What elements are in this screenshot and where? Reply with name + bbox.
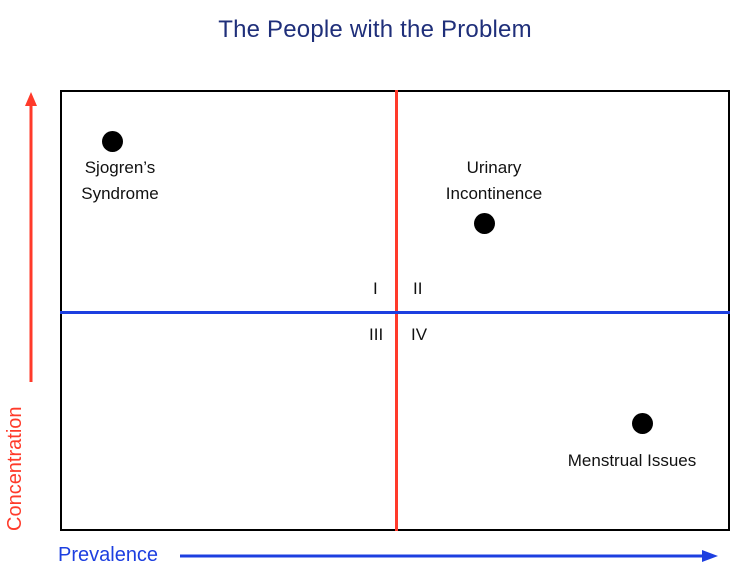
x-axis-arrow: [180, 550, 718, 562]
quadrant-label-iii: III: [369, 325, 384, 344]
quadrant-label-i: I: [373, 279, 378, 298]
quadrant-label-ii: II: [413, 279, 423, 298]
point-label-menstrual-issues: Menstrual Issues: [552, 448, 712, 474]
y-axis-label: Concentration: [4, 406, 26, 531]
point-label-urinary-incontinence: Urinary Incontinence: [424, 155, 564, 207]
x-axis-label: Prevalence: [58, 544, 159, 566]
quadrant-label-iv: IV: [411, 325, 428, 344]
y-axis-arrow: [25, 92, 37, 382]
point-label-line: Syndrome: [81, 184, 159, 203]
point-label-line: Incontinence: [445, 184, 543, 203]
point-menstrual-issues: [632, 413, 653, 434]
vertical-divider: [395, 90, 398, 531]
point-sjogrens-syndrome: [102, 131, 123, 152]
diagram-title: The People with the Problem: [218, 16, 532, 43]
horizontal-divider: [60, 311, 730, 314]
point-urinary-incontinence: [474, 213, 495, 234]
point-label-line: Urinary: [466, 158, 522, 177]
point-label-line: Menstrual Issues: [567, 451, 697, 470]
point-label-sjogrens-syndrome: Sjogren’s Syndrome: [70, 155, 170, 207]
point-label-line: Sjogren’s: [84, 158, 156, 177]
